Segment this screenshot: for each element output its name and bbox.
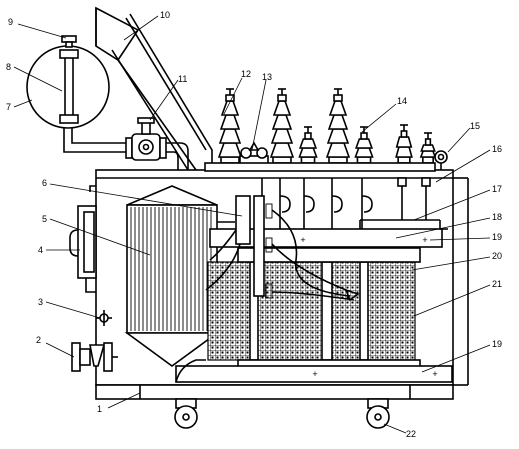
plus-mark: +: [432, 369, 437, 379]
callout-20: 20: [492, 251, 502, 261]
callout-4: 4: [38, 245, 43, 255]
callout-16: 16: [492, 144, 502, 154]
breather: [61, 35, 77, 48]
bushing: [217, 88, 243, 164]
internal-leads: [279, 177, 431, 229]
callout-1: 1: [97, 404, 102, 414]
plus-mark: +: [422, 235, 427, 245]
wheel-left: [174, 398, 198, 429]
radiator: [124, 185, 235, 367]
callout-22: 22: [406, 429, 416, 439]
callouts: 1 2 3 4 5 6 7 8 9 10 11 12 13 14 15 16 1…: [6, 10, 502, 439]
callout-10: 10: [160, 10, 170, 20]
callout-18: 18: [492, 212, 502, 222]
callout-6: 6: [42, 178, 47, 188]
callout-2: 2: [36, 335, 41, 345]
lead-frame: [205, 178, 360, 302]
callout-5: 5: [42, 214, 47, 224]
plus-marks: + + + +: [300, 235, 437, 379]
plus-mark: +: [300, 235, 305, 245]
drain-valve: [71, 342, 118, 372]
callout-17: 17: [492, 184, 502, 194]
lifting-eyes: [239, 141, 269, 165]
tank-base: [95, 384, 454, 400]
callout-21: 21: [492, 279, 502, 289]
callout-19-upper: 19: [492, 232, 502, 242]
wheel-right: [366, 398, 390, 429]
callout-14: 14: [397, 96, 407, 106]
bushings: [217, 88, 437, 164]
gauge-box: [69, 185, 97, 293]
callout-3: 3: [38, 297, 43, 307]
earthing-terminal: [434, 150, 448, 170]
tank-cover: [204, 162, 436, 172]
plus-mark: +: [312, 369, 317, 379]
bottom-lead: [175, 359, 206, 383]
callout-19-lower: 19: [492, 339, 502, 349]
conservator: [26, 45, 110, 129]
sampling-valve: [96, 310, 112, 326]
bushing: [269, 88, 295, 164]
callout-8: 8: [6, 62, 11, 72]
bushing: [354, 126, 374, 164]
bushing: [325, 88, 351, 164]
callout-13: 13: [262, 72, 272, 82]
bushing: [395, 124, 413, 164]
bushing: [298, 126, 318, 164]
leader-lines: [13, 15, 491, 434]
bushing: [419, 132, 437, 164]
callout-7: 7: [6, 102, 11, 112]
callout-12: 12: [241, 69, 251, 79]
oil-pipe: [63, 128, 126, 153]
callout-15: 15: [470, 121, 480, 131]
callout-9: 9: [8, 17, 13, 27]
core-windings: [207, 247, 421, 369]
callout-11: 11: [178, 74, 187, 84]
lower-clamp: [175, 365, 453, 383]
gas-relay: [125, 117, 189, 170]
